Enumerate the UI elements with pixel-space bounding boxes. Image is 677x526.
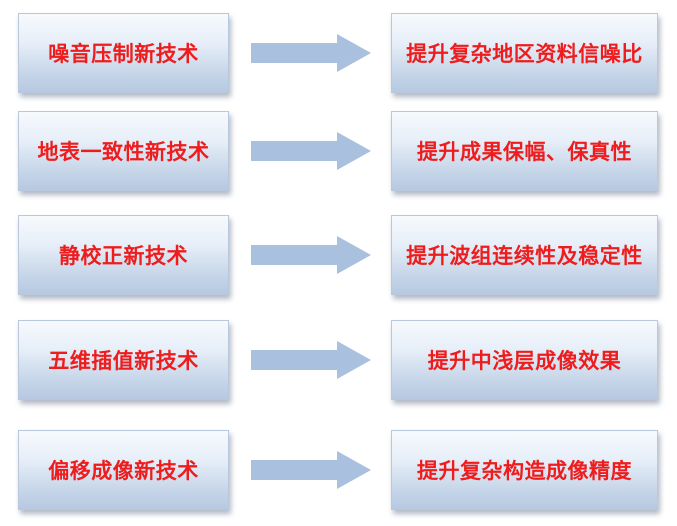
right-arrow-icon — [251, 341, 371, 379]
technique-box-5: 偏移成像新技术 — [18, 430, 229, 510]
technique-box-1: 噪音压制新技术 — [18, 13, 229, 93]
benefit-box-3: 提升波组连续性及稳定性 — [391, 215, 658, 295]
right-arrow-icon — [251, 236, 371, 274]
technique-label-4: 五维插值新技术 — [48, 349, 199, 373]
right-arrow-icon — [251, 34, 371, 72]
technique-label-3: 静校正新技术 — [59, 244, 188, 268]
benefit-box-4: 提升中浅层成像效果 — [391, 320, 658, 400]
benefit-label-4: 提升中浅层成像效果 — [427, 349, 622, 373]
right-arrow-icon — [251, 451, 371, 489]
technique-box-3: 静校正新技术 — [18, 215, 229, 295]
technique-label-2: 地表一致性新技术 — [37, 140, 210, 164]
benefit-box-5: 提升复杂构造成像精度 — [391, 430, 658, 510]
benefit-box-2: 提升成果保幅、保真性 — [391, 111, 658, 191]
benefit-label-3: 提升波组连续性及稳定性 — [406, 244, 643, 268]
benefit-box-1: 提升复杂地区资料信噪比 — [391, 13, 658, 93]
technique-label-5: 偏移成像新技术 — [48, 459, 199, 483]
benefit-label-5: 提升复杂构造成像精度 — [417, 459, 632, 483]
benefit-label-1: 提升复杂地区资料信噪比 — [406, 42, 643, 66]
right-arrow-icon — [251, 132, 371, 170]
technique-box-4: 五维插值新技术 — [18, 320, 229, 400]
technique-box-2: 地表一致性新技术 — [18, 111, 229, 191]
technique-label-1: 噪音压制新技术 — [48, 42, 199, 66]
benefit-label-2: 提升成果保幅、保真性 — [417, 140, 632, 164]
